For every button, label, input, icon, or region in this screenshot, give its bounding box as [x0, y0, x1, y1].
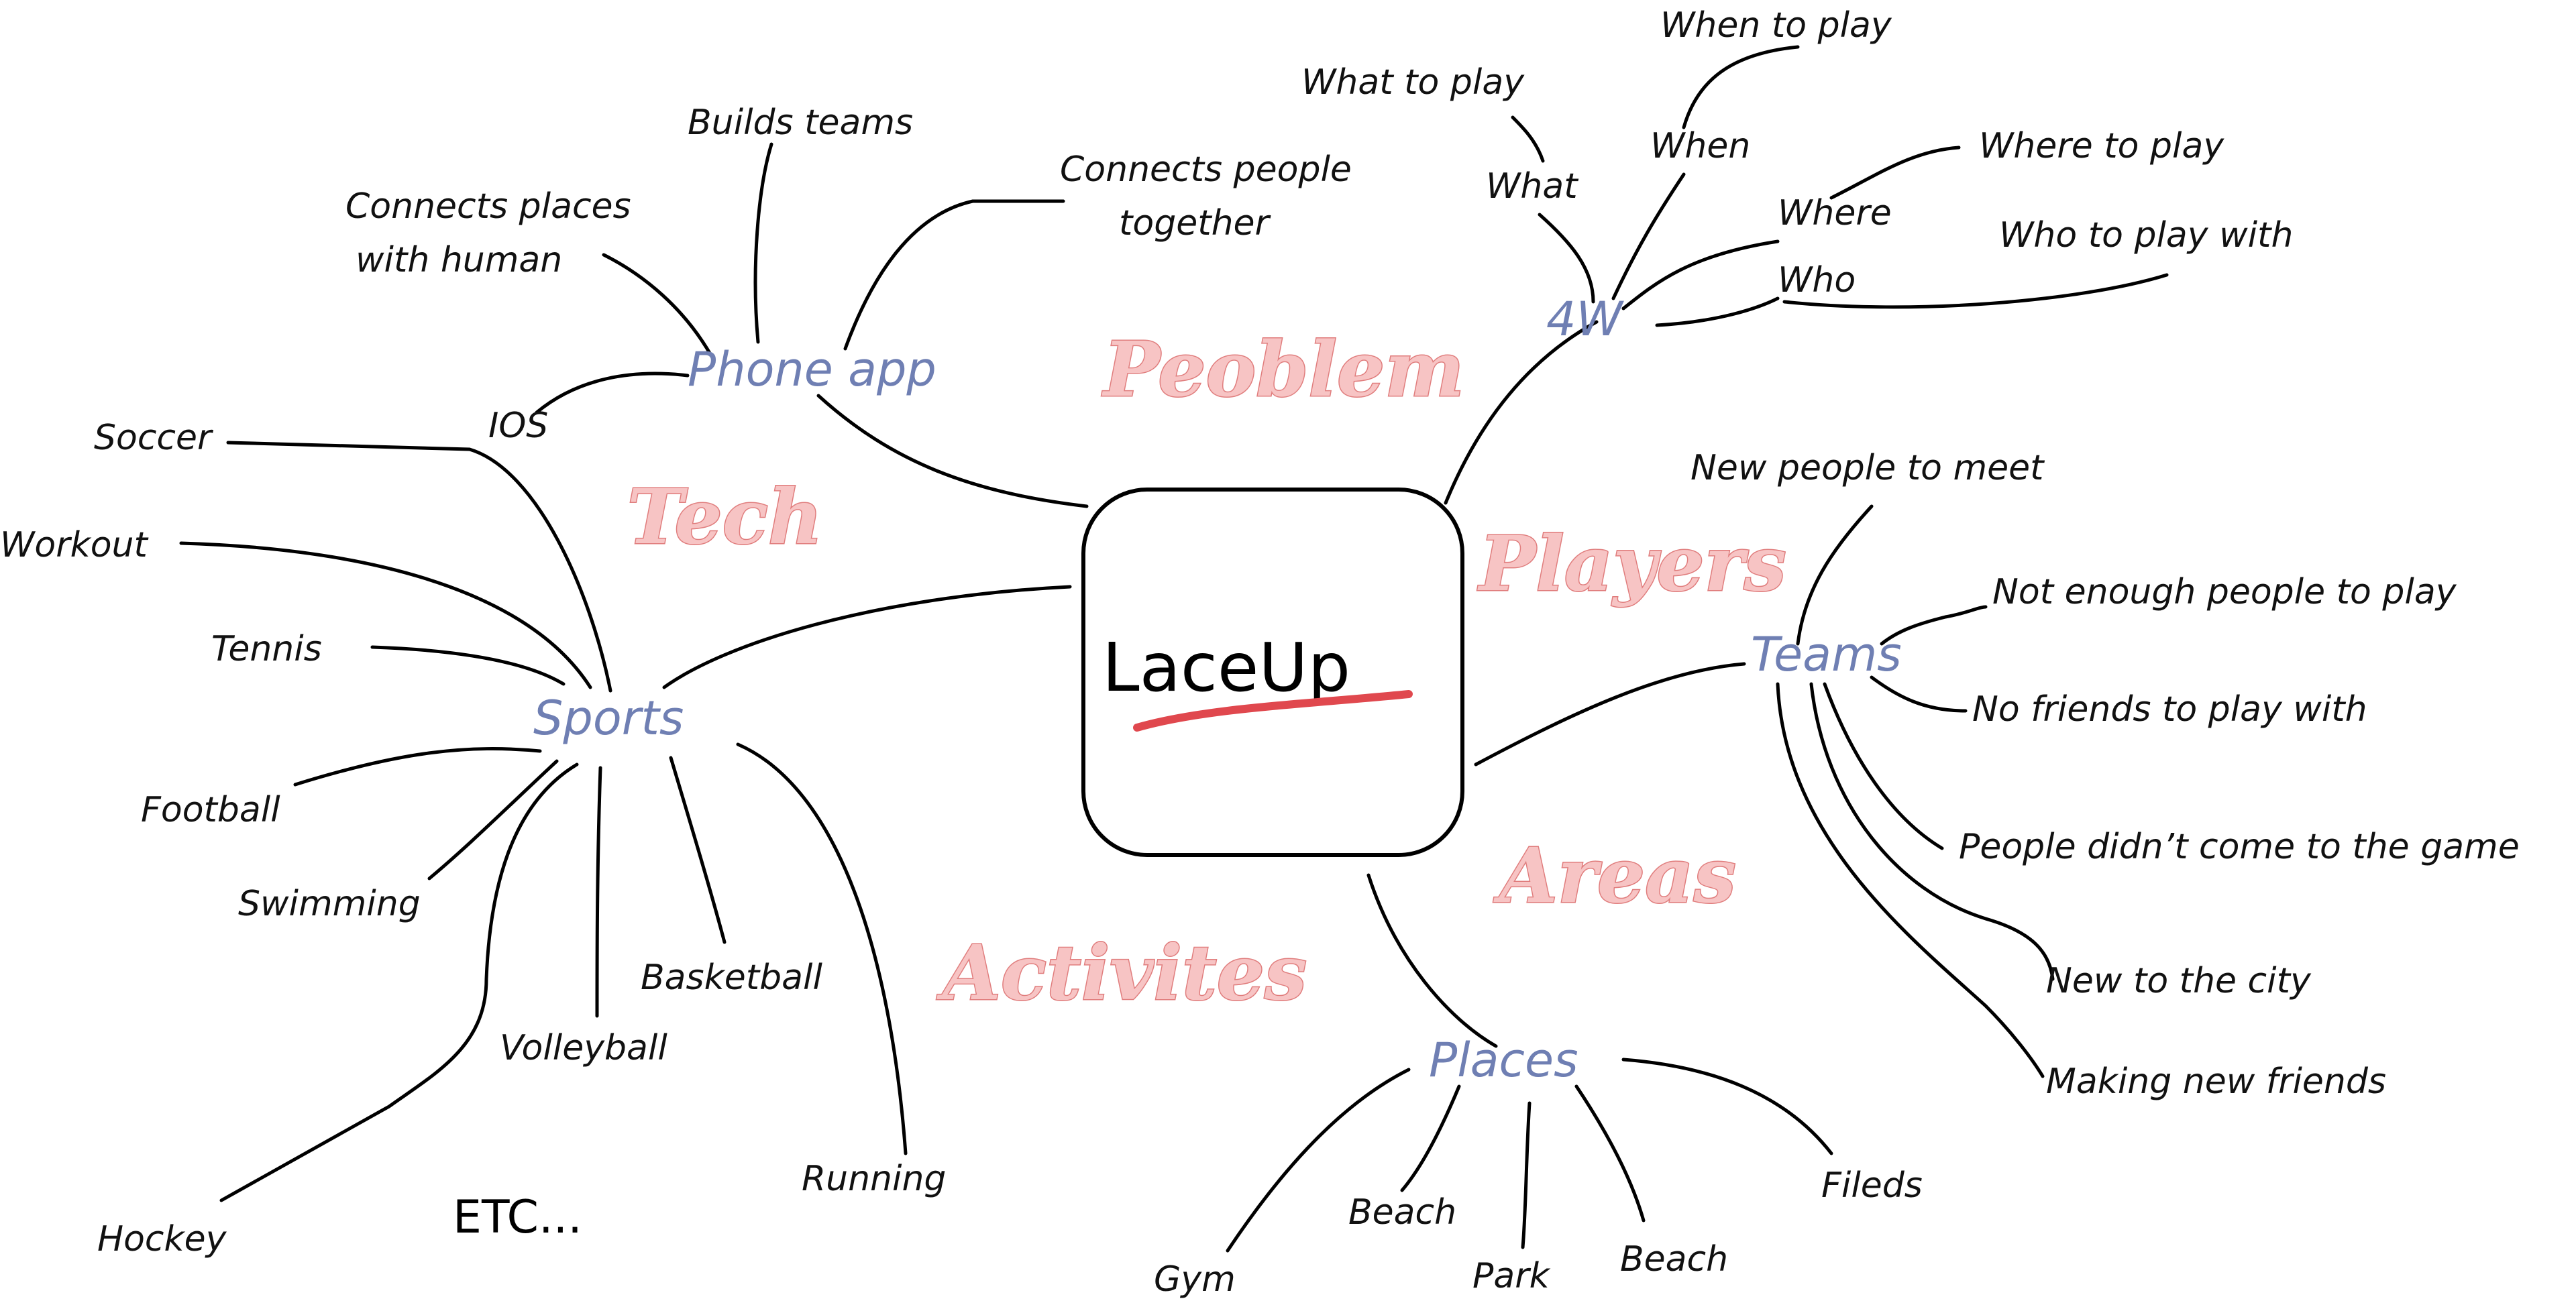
edge-where-where-to-play — [1829, 146, 1961, 200]
leaf-swimming: Swimming — [238, 884, 421, 924]
edge-sports-tennis — [370, 645, 566, 686]
category-problem: Peoblem — [1102, 326, 1464, 414]
edge-phone-connects-places — [602, 253, 713, 357]
edge-4w-where — [1621, 239, 1780, 310]
edge-teams-no-friends — [1870, 675, 1968, 713]
edge-sports-workout — [179, 541, 592, 689]
hub-phone-app: Phone app Connects places with human Bui… — [345, 103, 1352, 446]
edge-center-sports — [662, 585, 1072, 689]
connectors — [179, 45, 2169, 1253]
hub-4w: 4W What What to play When When to play W… — [1301, 5, 2293, 347]
leaf-no-friends: No friends to play with — [1972, 689, 2367, 730]
edge-teams-making-friends — [1776, 682, 2045, 1078]
leaf-gym: Gym — [1154, 1259, 1236, 1300]
leaf-connects-places-2: with human — [356, 240, 562, 280]
edge-places-beach-1 — [1400, 1084, 1461, 1192]
leaf-beach-1: Beach — [1348, 1192, 1456, 1233]
leaf-where-to-play: Where to play — [1979, 126, 2224, 166]
edge-places-beach-2 — [1574, 1084, 1646, 1222]
edge-center-phone-app — [816, 394, 1089, 508]
leaf-new-city: New to the city — [2046, 961, 2312, 1001]
edge-sports-soccer — [226, 441, 612, 693]
edge-4w-what — [1538, 213, 1595, 304]
center-node: LaceUp — [1081, 488, 1464, 857]
edge-4w-who — [1655, 296, 1780, 327]
leaf-when-to-play: When to play — [1660, 5, 1892, 46]
edge-phone-ios — [535, 372, 690, 414]
edge-phone-connects-people — [843, 199, 1065, 351]
center-box — [1081, 488, 1464, 857]
leaf-workout: Workout — [0, 525, 148, 565]
edge-when-when-to-play — [1682, 45, 1800, 129]
category-tech: Tech — [627, 473, 822, 561]
edge-center-teams — [1474, 662, 1746, 766]
edge-sports-running — [736, 742, 908, 1155]
hub-sports-label: Sports — [533, 691, 684, 746]
hub-phone-app-label: Phone app — [688, 342, 936, 397]
edge-center-4w — [1444, 320, 1599, 505]
leaf-basketball: Basketball — [641, 958, 822, 998]
leaf-hockey: Hockey — [97, 1219, 227, 1259]
edge-sports-football — [293, 747, 542, 787]
category-labels: Peoblem Tech Players Areas Activites — [627, 325, 1788, 1019]
hub-teams: Teams New people to meet Not enough peop… — [1690, 448, 2520, 1102]
leaf-where: Where — [1778, 193, 1892, 233]
leaf-didnt-come: People didn’t come to the game — [1959, 827, 2520, 867]
leaf-when: When — [1650, 126, 1750, 166]
edge-sports-swimming — [427, 759, 559, 880]
leaf-connects-people-2: together — [1119, 203, 1272, 243]
category-activities: Activites — [936, 929, 1307, 1017]
hub-teams-label: Teams — [1751, 627, 1902, 682]
leaf-fileds: Fileds — [1821, 1165, 1923, 1206]
leaf-volleyball: Volleyball — [500, 1028, 667, 1068]
leaf-tennis: Tennis — [211, 629, 322, 669]
edge-sports-hockey — [219, 762, 579, 1202]
hub-sports: Sports Soccer Workout Tennis Football Sw… — [0, 418, 946, 1259]
leaf-not-enough: Not enough people to play — [1992, 572, 2457, 612]
edge-teams-new-people — [1796, 504, 1874, 646]
leaf-beach-2: Beach — [1620, 1239, 1728, 1279]
edge-places-fileds — [1621, 1058, 1833, 1155]
edge-sports-basketball — [669, 756, 727, 944]
center-title-underline — [1133, 690, 1413, 732]
edge-places-gym — [1226, 1068, 1411, 1253]
edge-phone-builds-teams — [753, 142, 773, 344]
leaf-ios: IOS — [488, 406, 548, 446]
category-players: Players — [1477, 520, 1786, 608]
edge-teams-not-enough — [1880, 605, 1988, 646]
edge-who-who-to-play-with — [1782, 273, 2169, 309]
leaf-what-to-play: What to play — [1301, 62, 1525, 103]
hub-places-label: Places — [1429, 1033, 1578, 1088]
leaf-who: Who — [1778, 260, 1856, 300]
leaf-park: Park — [1472, 1256, 1551, 1296]
edge-places-park — [1521, 1101, 1532, 1249]
edge-sports-volleyball — [595, 766, 602, 1018]
edge-center-places — [1366, 873, 1498, 1048]
leaf-what: What — [1486, 166, 1578, 207]
edge-teams-didnt-come — [1823, 682, 1944, 850]
category-areas: Areas — [1493, 832, 1736, 920]
sports-etc-label: ETC... — [453, 1191, 582, 1244]
leaf-connects-people-1: Connects people — [1060, 150, 1352, 190]
edge-teams-new-city — [1809, 682, 2055, 981]
leaf-running: Running — [802, 1159, 946, 1199]
hub-places: Places Gym Beach Park Beach Fileds — [1154, 1033, 1923, 1300]
leaf-making-friends: Making new friends — [2046, 1062, 2386, 1102]
leaf-soccer: Soccer — [94, 418, 214, 458]
hub-4w-label: 4W — [1546, 292, 1625, 347]
center-title: LaceUp — [1102, 628, 1350, 707]
leaf-builds-teams: Builds teams — [688, 103, 913, 143]
leaf-football: Football — [141, 790, 280, 830]
leaf-who-to-play-with: Who to play with — [1999, 215, 2293, 255]
leaf-new-people: New people to meet — [1690, 448, 2045, 488]
edge-4w-when — [1611, 172, 1686, 300]
leaf-connects-places-1: Connects places — [345, 186, 631, 227]
edge-what-what-to-play — [1511, 115, 1545, 163]
